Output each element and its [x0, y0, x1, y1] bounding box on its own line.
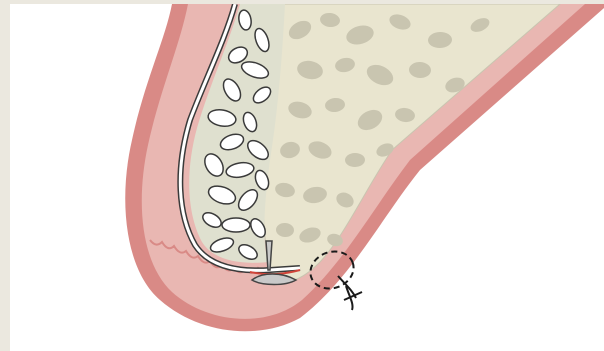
bone-graft-illustration [10, 4, 604, 351]
figure-canvas [10, 4, 604, 351]
graft-particle [222, 218, 250, 232]
